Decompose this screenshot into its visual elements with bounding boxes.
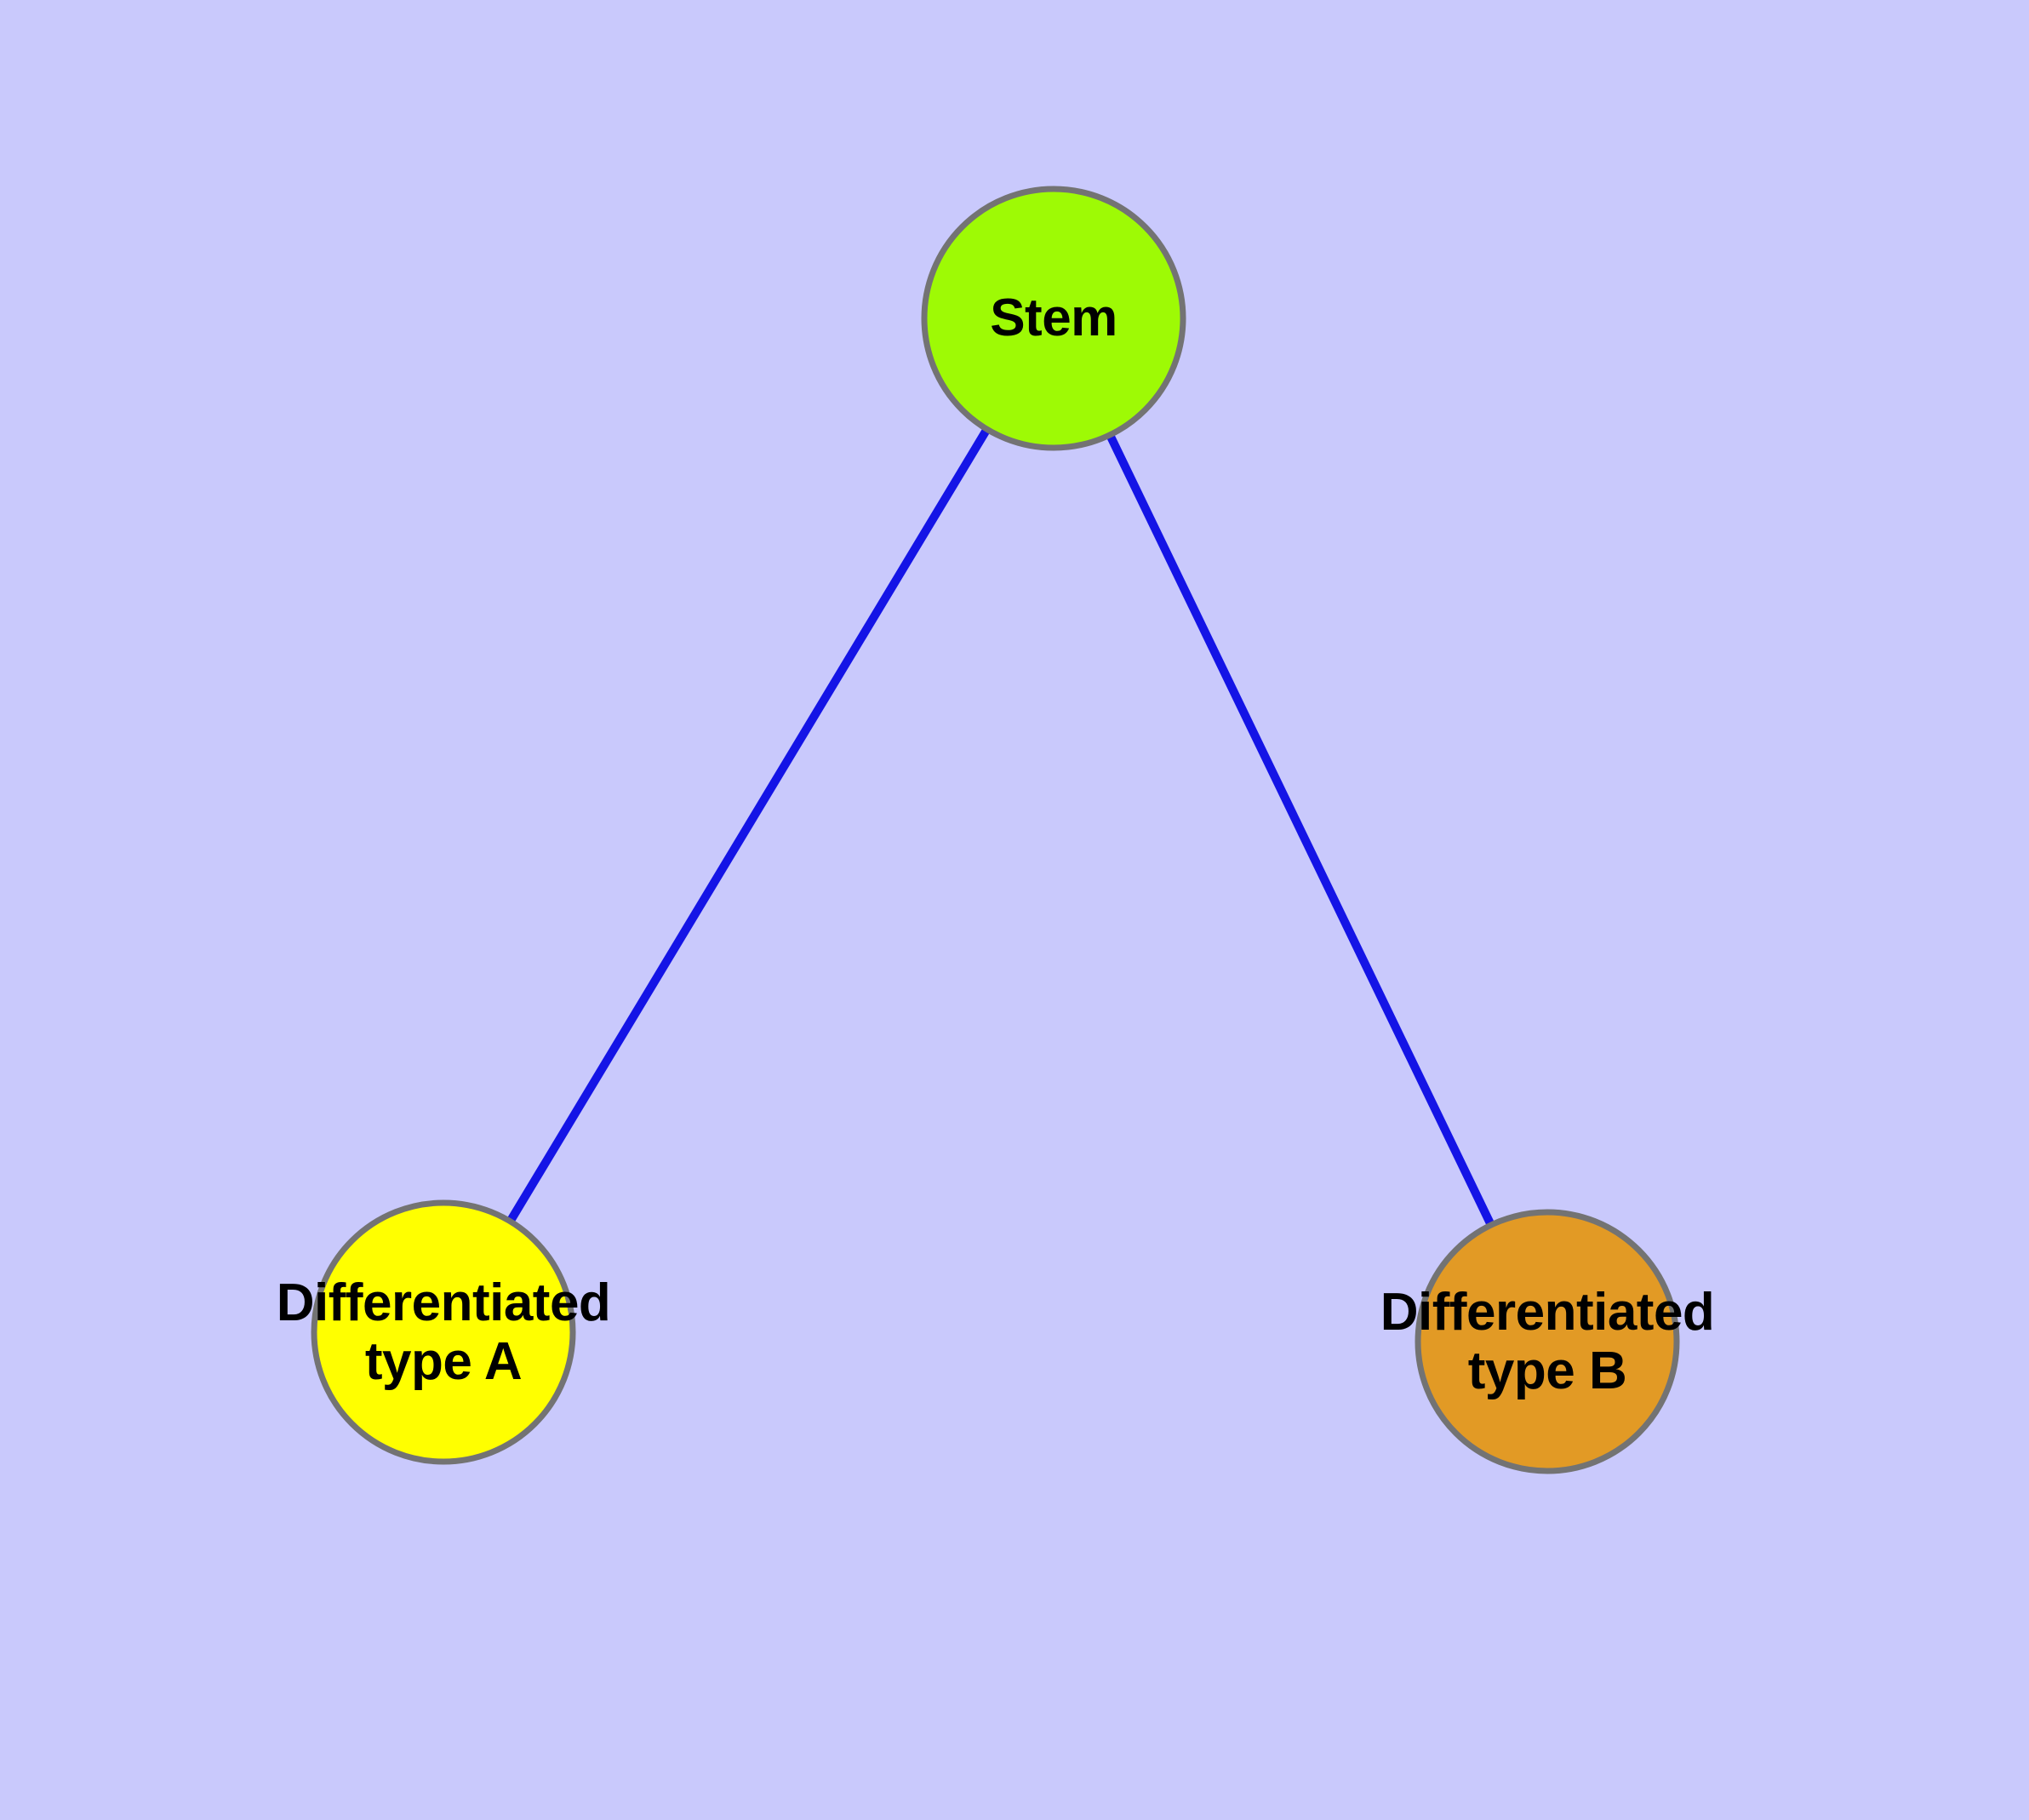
graph-node-stem[interactable] [921, 186, 1186, 451]
graph-edge-stem-to-diff-b [1105, 431, 1496, 1229]
graph-edge-stem-to-diff-a [506, 425, 992, 1226]
graph-node-diff-a[interactable] [311, 1199, 576, 1465]
node-layer [311, 186, 1680, 1474]
graph-node-diff-b[interactable] [1415, 1209, 1680, 1474]
edge-layer [506, 425, 1496, 1229]
